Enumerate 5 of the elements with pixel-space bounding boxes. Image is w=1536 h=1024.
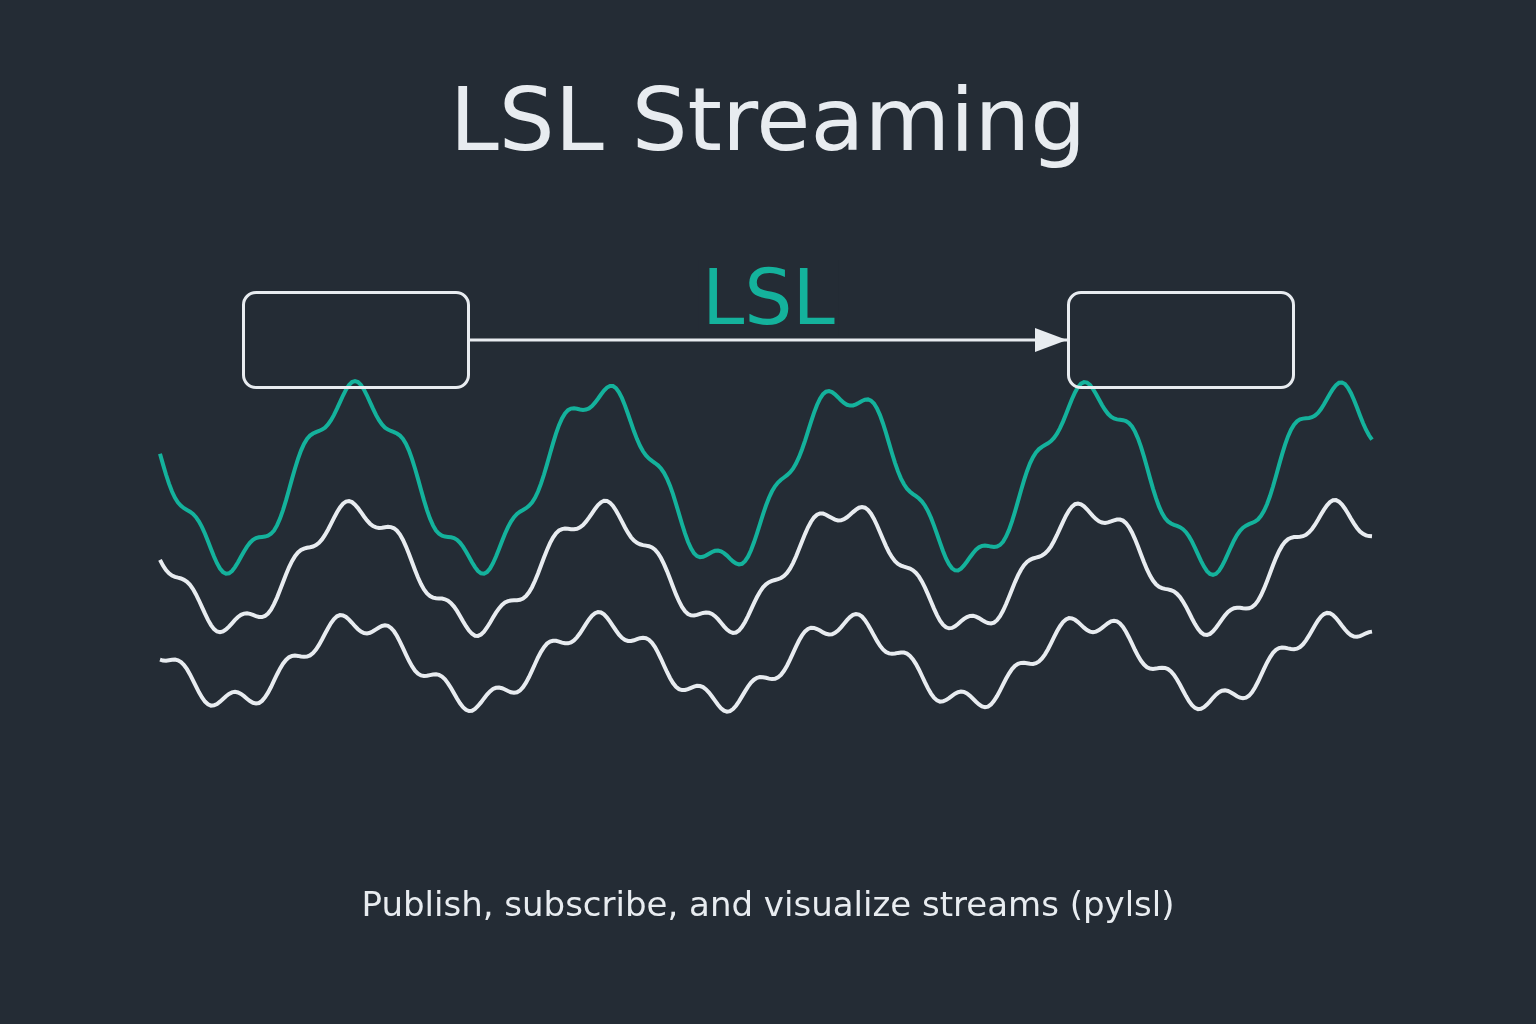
arrow (470, 328, 1067, 352)
empty-box (242, 291, 470, 389)
caption: Publish, subscribe, and visualize streams (pylsl) (361, 884, 1175, 924)
title: LSL Streaming (449, 68, 1087, 171)
empty-box (1067, 291, 1295, 389)
